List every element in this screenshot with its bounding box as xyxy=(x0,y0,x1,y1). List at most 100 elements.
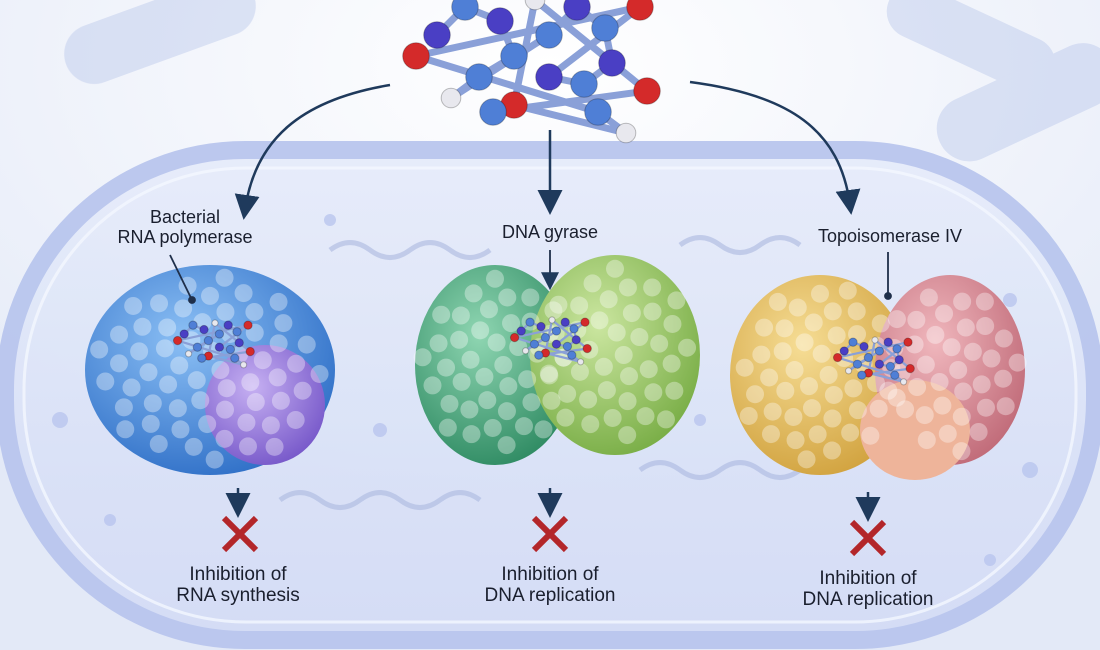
surface-bump xyxy=(215,429,234,448)
atom xyxy=(245,346,255,357)
surface-bump xyxy=(486,269,504,288)
surface-bump xyxy=(841,423,860,442)
surface-bump xyxy=(461,350,480,369)
surface-bump xyxy=(479,300,498,319)
atom xyxy=(232,327,242,337)
surface-bump xyxy=(639,360,658,379)
atom xyxy=(500,42,528,70)
surface-bump xyxy=(286,410,305,429)
surface-bump xyxy=(866,374,885,393)
surface-bump xyxy=(201,286,219,305)
surface-bump xyxy=(678,338,697,357)
surface-bump xyxy=(462,425,481,444)
atom xyxy=(185,350,193,358)
surface-bump xyxy=(171,420,190,439)
atom xyxy=(852,359,863,369)
outcome-rna-synthesis: Inhibition of RNA synthesis xyxy=(148,564,328,607)
atom xyxy=(582,343,592,354)
atom xyxy=(522,347,530,355)
surface-bump xyxy=(217,379,236,398)
atom xyxy=(903,337,913,347)
bound-drug-topoisomerase-iv xyxy=(832,336,915,386)
arrow-to-topoisomerase-iv xyxy=(689,80,861,215)
surface-bump xyxy=(636,407,655,426)
surface-bump xyxy=(269,334,288,353)
atom xyxy=(567,350,577,360)
surface-bump xyxy=(752,345,771,364)
surface-bump xyxy=(471,321,490,340)
label-rna-polymerase-line1: Bacterial xyxy=(149,207,221,227)
surface-bump xyxy=(478,391,497,410)
surface-bump xyxy=(788,298,807,317)
surface-bump xyxy=(237,413,256,432)
atom xyxy=(225,344,236,355)
surface-bump xyxy=(775,319,794,338)
surface-bump xyxy=(483,418,502,437)
surface-bump xyxy=(795,333,814,352)
atom xyxy=(440,87,462,109)
surface-bump xyxy=(556,408,575,427)
surface-bump xyxy=(823,302,842,321)
surface-bump xyxy=(174,299,193,318)
surface-bump xyxy=(907,310,926,329)
bond xyxy=(449,32,551,101)
atom xyxy=(525,317,535,327)
surface-bump xyxy=(665,381,684,400)
outcome-3-line2: DNA replication xyxy=(802,588,934,610)
surface-bump xyxy=(539,364,558,383)
surface-bump xyxy=(663,314,682,333)
surface-bump xyxy=(540,366,559,385)
surface-bump xyxy=(784,407,803,426)
surface-bump xyxy=(952,407,971,426)
surface-bump xyxy=(933,396,952,415)
surface-bump xyxy=(198,415,217,434)
outcome-3-line1: Inhibition of xyxy=(819,568,917,589)
surface-bump xyxy=(630,328,649,347)
surface-bump xyxy=(542,391,561,410)
atom xyxy=(479,98,507,126)
surface-bump xyxy=(996,397,1015,416)
bond xyxy=(555,321,586,346)
atom xyxy=(551,326,562,336)
surface-bump xyxy=(211,361,230,379)
protein-dna-gyrase xyxy=(415,255,700,465)
surface-bump xyxy=(544,301,563,320)
atom xyxy=(871,336,879,344)
bond xyxy=(525,330,557,352)
surface-bump xyxy=(982,349,1001,368)
atom xyxy=(211,319,219,327)
surface-bump xyxy=(763,402,782,421)
surface-bump xyxy=(994,369,1013,388)
pointer-rna-polymerase xyxy=(169,254,193,301)
surface-bump xyxy=(90,340,109,359)
surface-bump xyxy=(838,281,857,300)
atom xyxy=(535,21,563,49)
surface-bump xyxy=(96,372,115,391)
cross-icon xyxy=(531,515,569,553)
atom xyxy=(197,353,207,363)
surface-bump xyxy=(785,361,804,380)
surface-bump xyxy=(819,366,838,384)
label-dna-gyrase-line1: DNA gyrase xyxy=(501,222,599,242)
surface-bump xyxy=(606,259,624,278)
surface-bump xyxy=(804,313,823,332)
atom xyxy=(848,337,858,347)
label-dna-gyrase: DNA gyrase xyxy=(470,222,630,243)
surface-bump xyxy=(549,295,568,314)
bond xyxy=(218,324,249,349)
atom xyxy=(179,329,189,339)
surface-bump xyxy=(603,408,622,427)
bound-drug-rna-polymerase xyxy=(172,319,255,369)
surface-bump xyxy=(450,330,469,349)
surface-bump xyxy=(191,391,210,410)
surface-bump xyxy=(158,318,177,337)
atom xyxy=(516,326,526,336)
surface-bump xyxy=(594,357,613,376)
outcome-arrows xyxy=(225,488,881,522)
protein-surface-texture xyxy=(90,259,1027,469)
atom xyxy=(570,70,598,98)
surface-bump xyxy=(297,335,316,354)
outcome-2-line1: Inhibition of xyxy=(501,564,599,585)
surface-bump xyxy=(116,420,135,439)
surface-bump xyxy=(497,402,516,421)
